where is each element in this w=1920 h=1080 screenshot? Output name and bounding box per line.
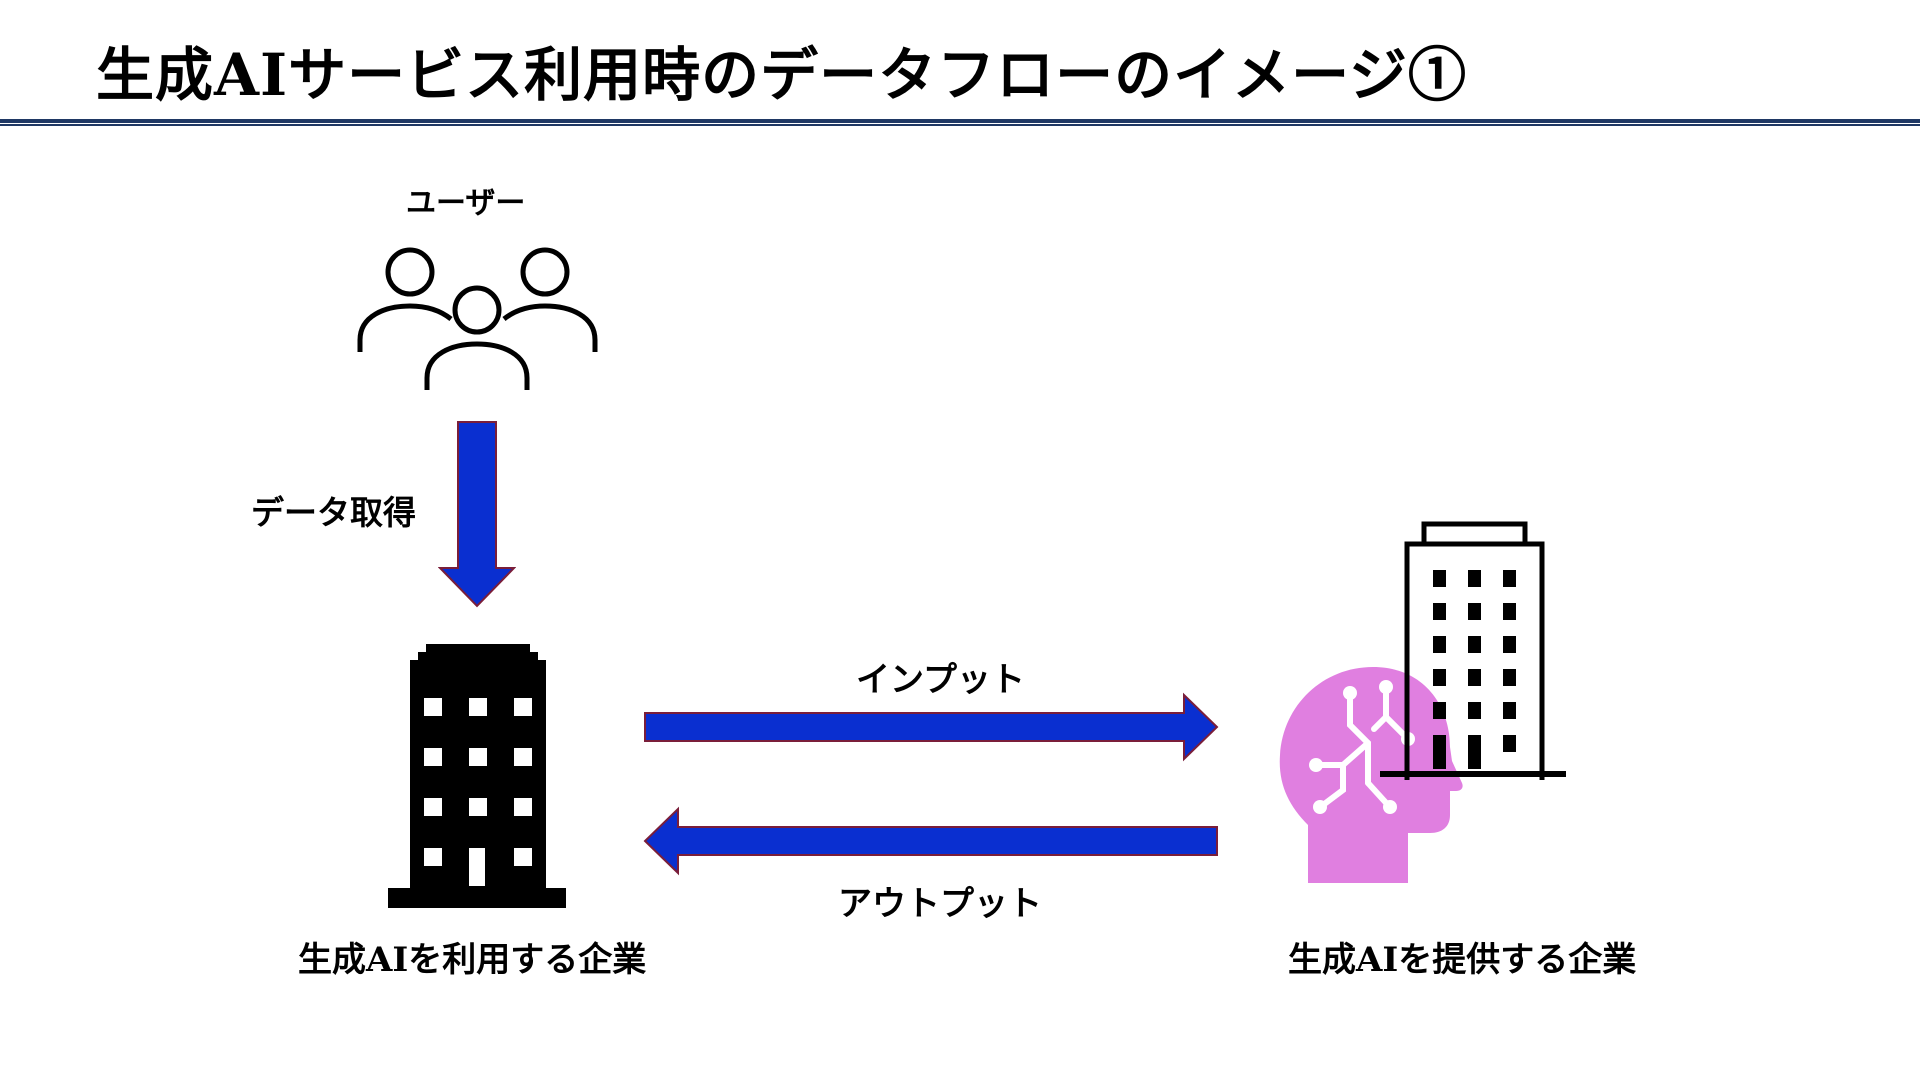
slide-title: 生成AIサービス利用時のデータフローのイメージ① — [96, 41, 1467, 109]
title-divider — [0, 119, 1920, 126]
input-arrow — [643, 692, 1221, 762]
provider-company-label: 生成AIを提供する企業 — [1288, 940, 1637, 980]
office-building-icon — [388, 640, 568, 910]
data-acquisition-arrow — [438, 420, 516, 610]
ai-company-building-icon — [1380, 520, 1566, 780]
user-company-label: 生成AIを利用する企業 — [298, 940, 647, 980]
output-label: アウトプット — [838, 884, 1042, 924]
data-acquisition-label: データ取得 — [251, 493, 416, 532]
ai-head-icon — [1278, 665, 1463, 885]
users-group-icon — [355, 244, 601, 394]
output-arrow — [641, 806, 1219, 876]
users-label: ユーザー — [406, 186, 526, 221]
input-label: インプット — [856, 660, 1025, 700]
